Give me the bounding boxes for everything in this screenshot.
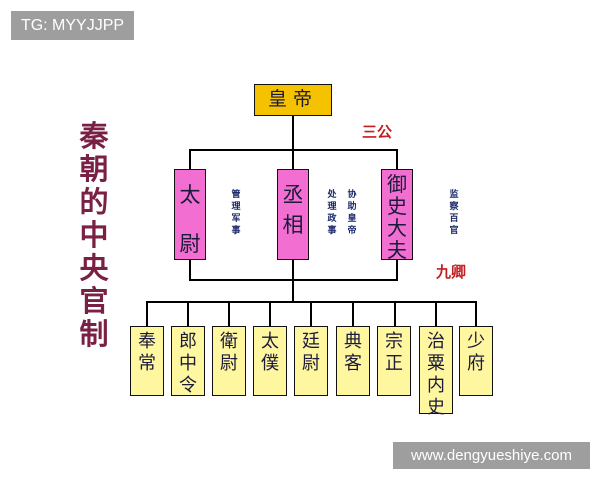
connector xyxy=(396,149,398,170)
duty-note: 处理政事 xyxy=(327,190,337,236)
gong-box-yushidafu: 御史大夫 xyxy=(381,169,413,262)
gong-box-chengxiang: 丞 相 xyxy=(277,169,309,260)
qing-box: 奉常 xyxy=(130,326,164,396)
connector xyxy=(292,116,294,150)
gong-name: 御史大夫 xyxy=(387,172,407,262)
qing-box: 郎中令 xyxy=(171,326,205,396)
qing-box: 太僕 xyxy=(253,326,287,396)
emperor-box: 皇帝 xyxy=(254,84,332,116)
qing-box: 廷尉 xyxy=(294,326,328,396)
connector xyxy=(146,301,148,327)
connector xyxy=(189,260,191,280)
connector xyxy=(475,301,477,327)
gong-name-char: 相 xyxy=(282,213,304,237)
watermark-bottom: www.dengyueshiye.com xyxy=(393,442,590,469)
connector xyxy=(189,279,398,281)
duty-note: 监察百官 xyxy=(449,190,459,236)
connector xyxy=(394,301,396,327)
connector xyxy=(310,301,312,327)
connector xyxy=(292,149,294,170)
connector xyxy=(189,149,191,170)
qing-box: 衛尉 xyxy=(212,326,246,396)
duty-note: 协助皇帝 xyxy=(347,190,357,236)
connector xyxy=(435,301,437,327)
three-gong-label: 三公 xyxy=(362,123,393,141)
connector xyxy=(352,301,354,327)
chart-title: 秦朝的中央官制 xyxy=(79,119,109,351)
connector xyxy=(292,260,294,302)
connector xyxy=(396,260,398,280)
watermark-top: TG: MYYJJPP xyxy=(11,11,134,40)
qing-box: 宗正 xyxy=(377,326,411,396)
connector xyxy=(228,301,230,327)
connector xyxy=(269,301,271,327)
qing-box: 治粟内史 xyxy=(419,326,453,418)
gong-name-char: 尉 xyxy=(179,232,201,256)
gong-name-char: 太 xyxy=(179,183,201,207)
duty-note: 管理军事 xyxy=(231,190,241,236)
nine-qing-label: 九卿 xyxy=(436,263,467,281)
qing-box: 少府 xyxy=(459,326,493,396)
connector xyxy=(187,301,189,327)
gong-box-taiwei: 太 尉 xyxy=(174,169,206,260)
qing-box: 典客 xyxy=(336,326,370,396)
gong-name-char: 丞 xyxy=(282,183,304,207)
